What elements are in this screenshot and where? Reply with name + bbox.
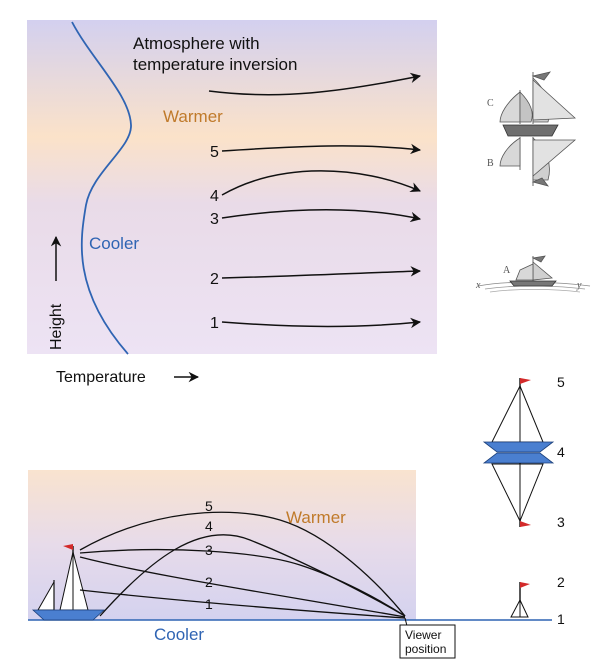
height-axis-label: Height — [48, 303, 65, 350]
top-panel: Atmosphere with temperature inversion Wa… — [27, 20, 437, 355]
top-ray-4 — [221, 170, 421, 196]
top-ray-3 — [221, 209, 422, 223]
top-ray-1 — [221, 317, 422, 329]
top-ray-label-1: 1 — [210, 315, 219, 332]
bottom-ray-label-3: 3 — [205, 542, 213, 558]
viewer-label-line1: Viewer — [405, 628, 441, 642]
engraving-letter-x: x — [475, 280, 481, 291]
bottom-ray-5 — [79, 511, 406, 617]
temperature-axis-label: Temperature — [56, 369, 146, 386]
observed-images-stack — [482, 378, 555, 618]
viewer-label-line2: position — [405, 642, 446, 656]
bottom-cooler-label: Cooler — [154, 625, 204, 644]
top-ray-label-2: 2 — [210, 271, 219, 288]
top-ray-label-5: 5 — [210, 144, 219, 161]
top-title-line1: Atmosphere with — [133, 34, 260, 53]
bottom-panel-background — [28, 470, 416, 620]
engraving-letter-c: C — [487, 98, 494, 109]
top-ray-label-3: 3 — [210, 211, 219, 228]
temperature-profile-curve — [71, 21, 132, 355]
bottom-warmer-label: Warmer — [286, 508, 346, 527]
bottom-ray-label-5: 5 — [205, 498, 213, 514]
top-title-line2: temperature inversion — [133, 55, 297, 74]
top-ray-top — [208, 72, 422, 96]
bottom-ray-4 — [99, 534, 406, 617]
bottom-ray-3 — [79, 548, 406, 617]
image-label-3: 3 — [557, 514, 565, 530]
top-warmer-label: Warmer — [163, 107, 223, 126]
top-ray-2 — [221, 266, 422, 279]
bottom-ray-label-4: 4 — [205, 518, 213, 534]
image-label-1: 1 — [557, 611, 565, 627]
image-label-2: 2 — [557, 574, 565, 590]
bottom-ray-2 — [79, 556, 406, 618]
top-panel-background — [27, 20, 437, 354]
bottom-panel: Warmer Cooler 5 4 3 2 1 — [28, 470, 552, 644]
image-label-5: 5 — [557, 374, 565, 390]
engraving-letter-y: y — [576, 280, 582, 291]
top-ray-label-4: 4 — [210, 188, 219, 205]
engraving-letter-b: B — [487, 158, 494, 169]
viewer-position-callout: Viewer position — [399, 617, 456, 659]
top-ray-5 — [221, 143, 422, 155]
bottom-ray-label-2: 2 — [205, 574, 213, 590]
bottom-ray-1 — [79, 589, 406, 619]
top-cooler-label: Cooler — [89, 234, 139, 253]
engraving-mirage-ships — [477, 71, 591, 293]
image-label-4: 4 — [557, 444, 565, 460]
bottom-ray-label-1: 1 — [205, 596, 213, 612]
ship-icon — [31, 544, 106, 621]
engraving-letter-a: A — [503, 265, 511, 276]
